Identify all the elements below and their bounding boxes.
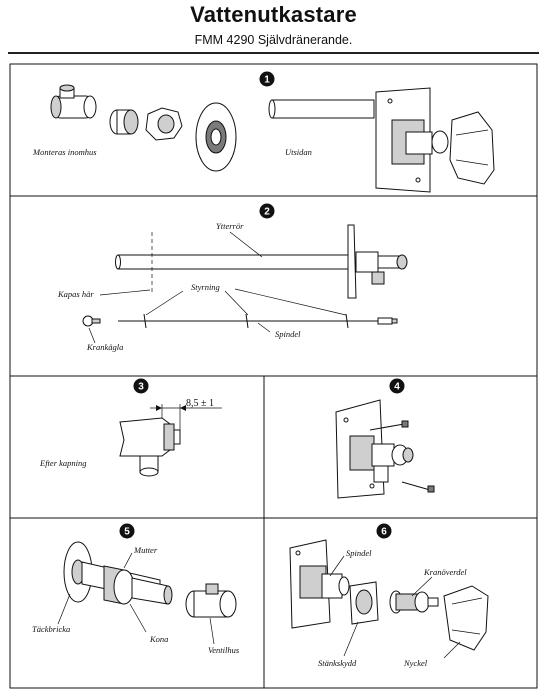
label-splash-guard: Stänkskydd xyxy=(318,658,357,668)
step-2-badge: 2 xyxy=(259,203,275,219)
label-spindle-6: Spindel xyxy=(346,548,372,558)
valve-body-drawing xyxy=(50,84,97,119)
mounted-housing-drawing xyxy=(289,539,350,629)
panel-6-frame xyxy=(263,517,538,689)
dim-arrow-left xyxy=(156,405,162,411)
screw-bottom-drawing xyxy=(401,481,435,493)
splash-guard-drawing xyxy=(349,581,379,625)
assembly-drawing xyxy=(63,541,173,605)
cut-pipe-drawing xyxy=(119,417,181,477)
step-6-number: 6 xyxy=(381,527,387,538)
step-5-number: 5 xyxy=(124,527,130,538)
leader-tap-upper xyxy=(411,576,433,597)
step-4-number: 4 xyxy=(394,382,400,393)
leader-valve-body xyxy=(209,617,215,645)
valve-housing-drawing xyxy=(185,583,237,618)
step-6-badge: 6 xyxy=(376,523,392,539)
label-nut: Mutter xyxy=(133,545,158,555)
leader-guide-3 xyxy=(234,288,347,316)
leader-cut-here xyxy=(99,289,151,296)
label-outer-pipe: Ytterrör xyxy=(216,221,244,231)
wall-mount-drawing xyxy=(335,399,414,499)
dim-arrow-right xyxy=(180,405,186,411)
step-3-badge: 3 xyxy=(133,378,149,394)
leader-nut xyxy=(123,552,133,569)
label-cover-washer: Täckbricka xyxy=(32,624,70,634)
step-2-number: 2 xyxy=(264,207,270,218)
step-1-badge: 1 xyxy=(259,71,275,87)
leader-guide-1 xyxy=(145,290,184,316)
outside-tap-drawing xyxy=(268,87,495,193)
cone-drawing xyxy=(109,109,139,135)
label-handle-ball: Krankägla xyxy=(86,342,123,352)
label-outside: Utsidan xyxy=(285,147,312,157)
leader-cover-washer xyxy=(57,593,71,625)
cover-washer-drawing xyxy=(195,102,237,172)
page-title: Vattenutkastare xyxy=(190,2,357,27)
nut-drawing xyxy=(145,107,183,141)
leader-splash-guard xyxy=(343,621,359,657)
label-after-cutting: Efter kapning xyxy=(39,458,87,468)
key-drawing xyxy=(443,585,489,651)
step-3-number: 3 xyxy=(138,382,144,393)
spindle-rod-drawing xyxy=(118,313,398,329)
leader-spindle-6 xyxy=(329,555,345,577)
tap-upper-drawing xyxy=(389,590,439,614)
outer-pipe-drawing xyxy=(115,224,408,299)
leader-outer-pipe xyxy=(229,231,263,258)
screw-top-drawing xyxy=(369,420,409,431)
handle-ball-drawing xyxy=(82,315,101,327)
leader-guide-2 xyxy=(224,290,249,316)
label-guide: Styrning xyxy=(191,282,220,292)
leader-cone xyxy=(129,603,147,633)
title-rule xyxy=(8,52,539,54)
leader-spindle xyxy=(257,322,271,333)
page-subtitle: FMM 4290 Självdränerande. xyxy=(194,33,353,47)
label-tap-upper: Kranöverdel xyxy=(423,567,467,577)
step-1-number: 1 xyxy=(264,75,270,86)
step-4-badge: 4 xyxy=(389,378,405,394)
label-valve-body: Ventilhus xyxy=(208,645,240,655)
label-cone: Kona xyxy=(149,634,168,644)
label-key: Nyckel xyxy=(403,658,428,668)
label-inside: Monteras inomhus xyxy=(32,147,97,157)
dimension-value: 8,5 ± 1 xyxy=(186,398,214,409)
leader-key xyxy=(443,641,461,659)
label-spindle: Spindel xyxy=(275,329,301,339)
step-5-badge: 5 xyxy=(119,523,135,539)
leader-handle-ball xyxy=(88,327,96,344)
label-cut-here: Kapas här xyxy=(57,289,94,299)
